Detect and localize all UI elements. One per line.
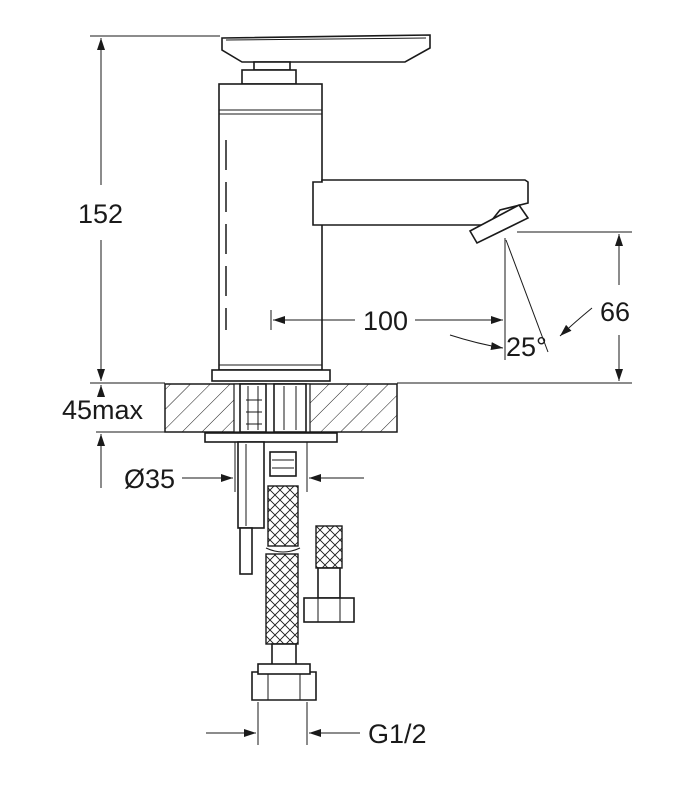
- dim-label-hole-diameter: Ø35: [124, 464, 175, 494]
- dim-label-total-height: 152: [78, 199, 123, 229]
- hose-fitting-bottom: [252, 664, 316, 700]
- braided-hose-1: [266, 486, 300, 666]
- threaded-rod: [238, 442, 264, 574]
- braided-hose-2: [316, 526, 342, 598]
- base-flange: [212, 370, 330, 381]
- dim-label-spout-reach: 100: [363, 306, 408, 336]
- spout: [313, 180, 528, 243]
- dim-label-deck-thickness: 45max: [62, 395, 144, 425]
- hose-fitting-side: [304, 598, 354, 622]
- countertop-section: [165, 384, 397, 432]
- dim-connection-thread: [206, 702, 360, 745]
- dim-label-connection-thread: G1/2: [368, 719, 427, 749]
- dim-label-spout-angle: 25°: [506, 332, 547, 362]
- handle-stem: [242, 62, 296, 84]
- hose-nut-top: [270, 452, 296, 476]
- mounting-plate: [205, 433, 337, 442]
- dim-label-spout-height: 66: [600, 297, 630, 327]
- faucet-handle: [222, 35, 430, 62]
